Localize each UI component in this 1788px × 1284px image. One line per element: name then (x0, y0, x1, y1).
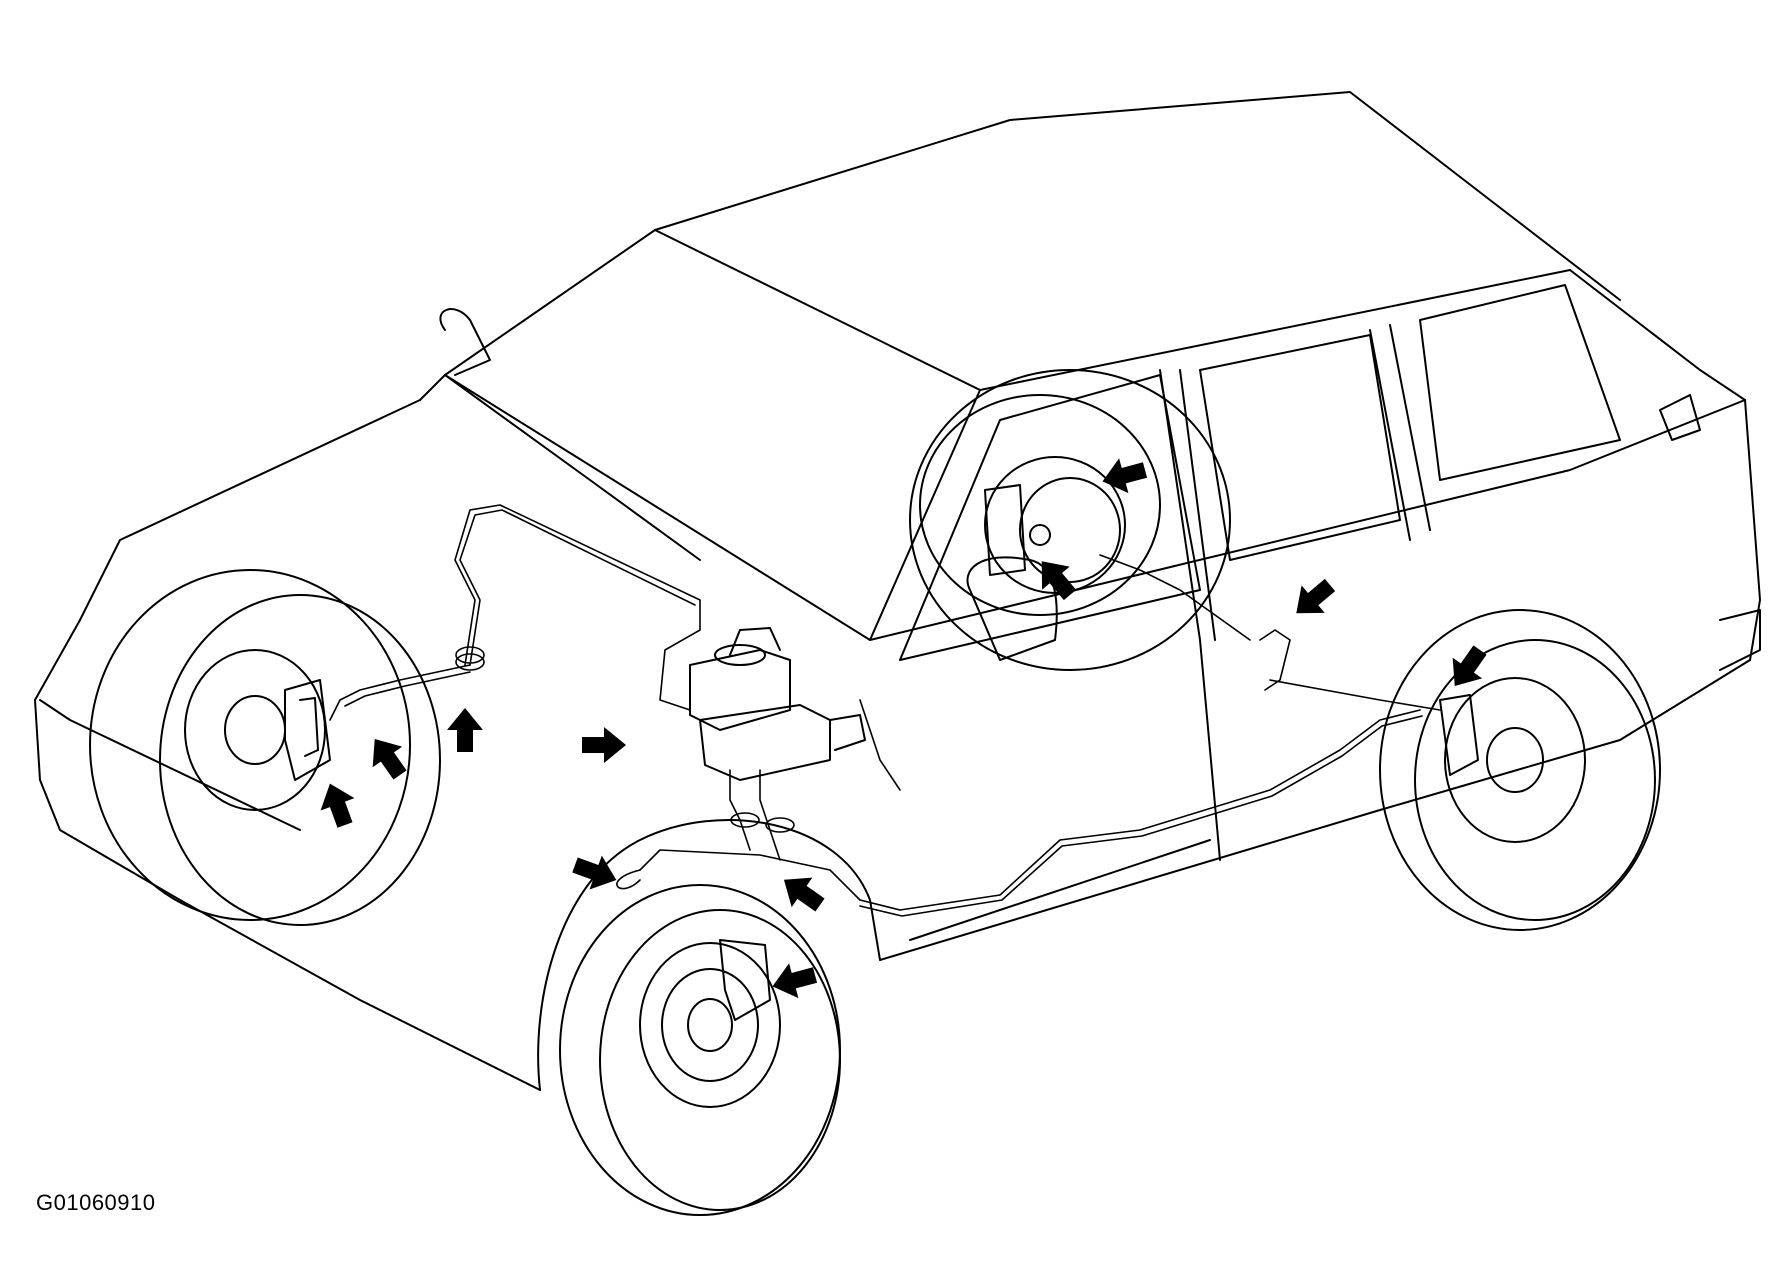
front-right-wheel (559, 884, 841, 1216)
brake-booster (984, 456, 1126, 594)
callout-arrow-rear-caliper (1439, 638, 1496, 698)
callout-arrows (312, 451, 1496, 1005)
callout-arrow-front-right-hose-upper (567, 847, 624, 898)
callout-arrow-front-right-line (772, 864, 832, 921)
figure-id-label: G01060910 (36, 1190, 156, 1215)
rear-right-wheel (1379, 609, 1661, 931)
master-cylinder (729, 627, 781, 656)
callout-arrow-booster-upper (1096, 451, 1151, 500)
rear-right-caliper (1439, 694, 1479, 776)
front-right-caliper (719, 939, 771, 1021)
callout-arrow-abs-actuator (581, 726, 627, 764)
front-left-caliper (284, 679, 331, 781)
vehicle-body-outline (34, 91, 1761, 1091)
callout-arrow-front-left-line-fitting (446, 707, 484, 753)
abs-actuator (689, 644, 866, 781)
callout-arrow-rear-line-junction (1283, 570, 1343, 629)
brake-lines (329, 504, 1441, 917)
rear-left-wheel-well (909, 369, 1231, 671)
callout-arrow-front-left-caliper-lower (312, 776, 363, 833)
